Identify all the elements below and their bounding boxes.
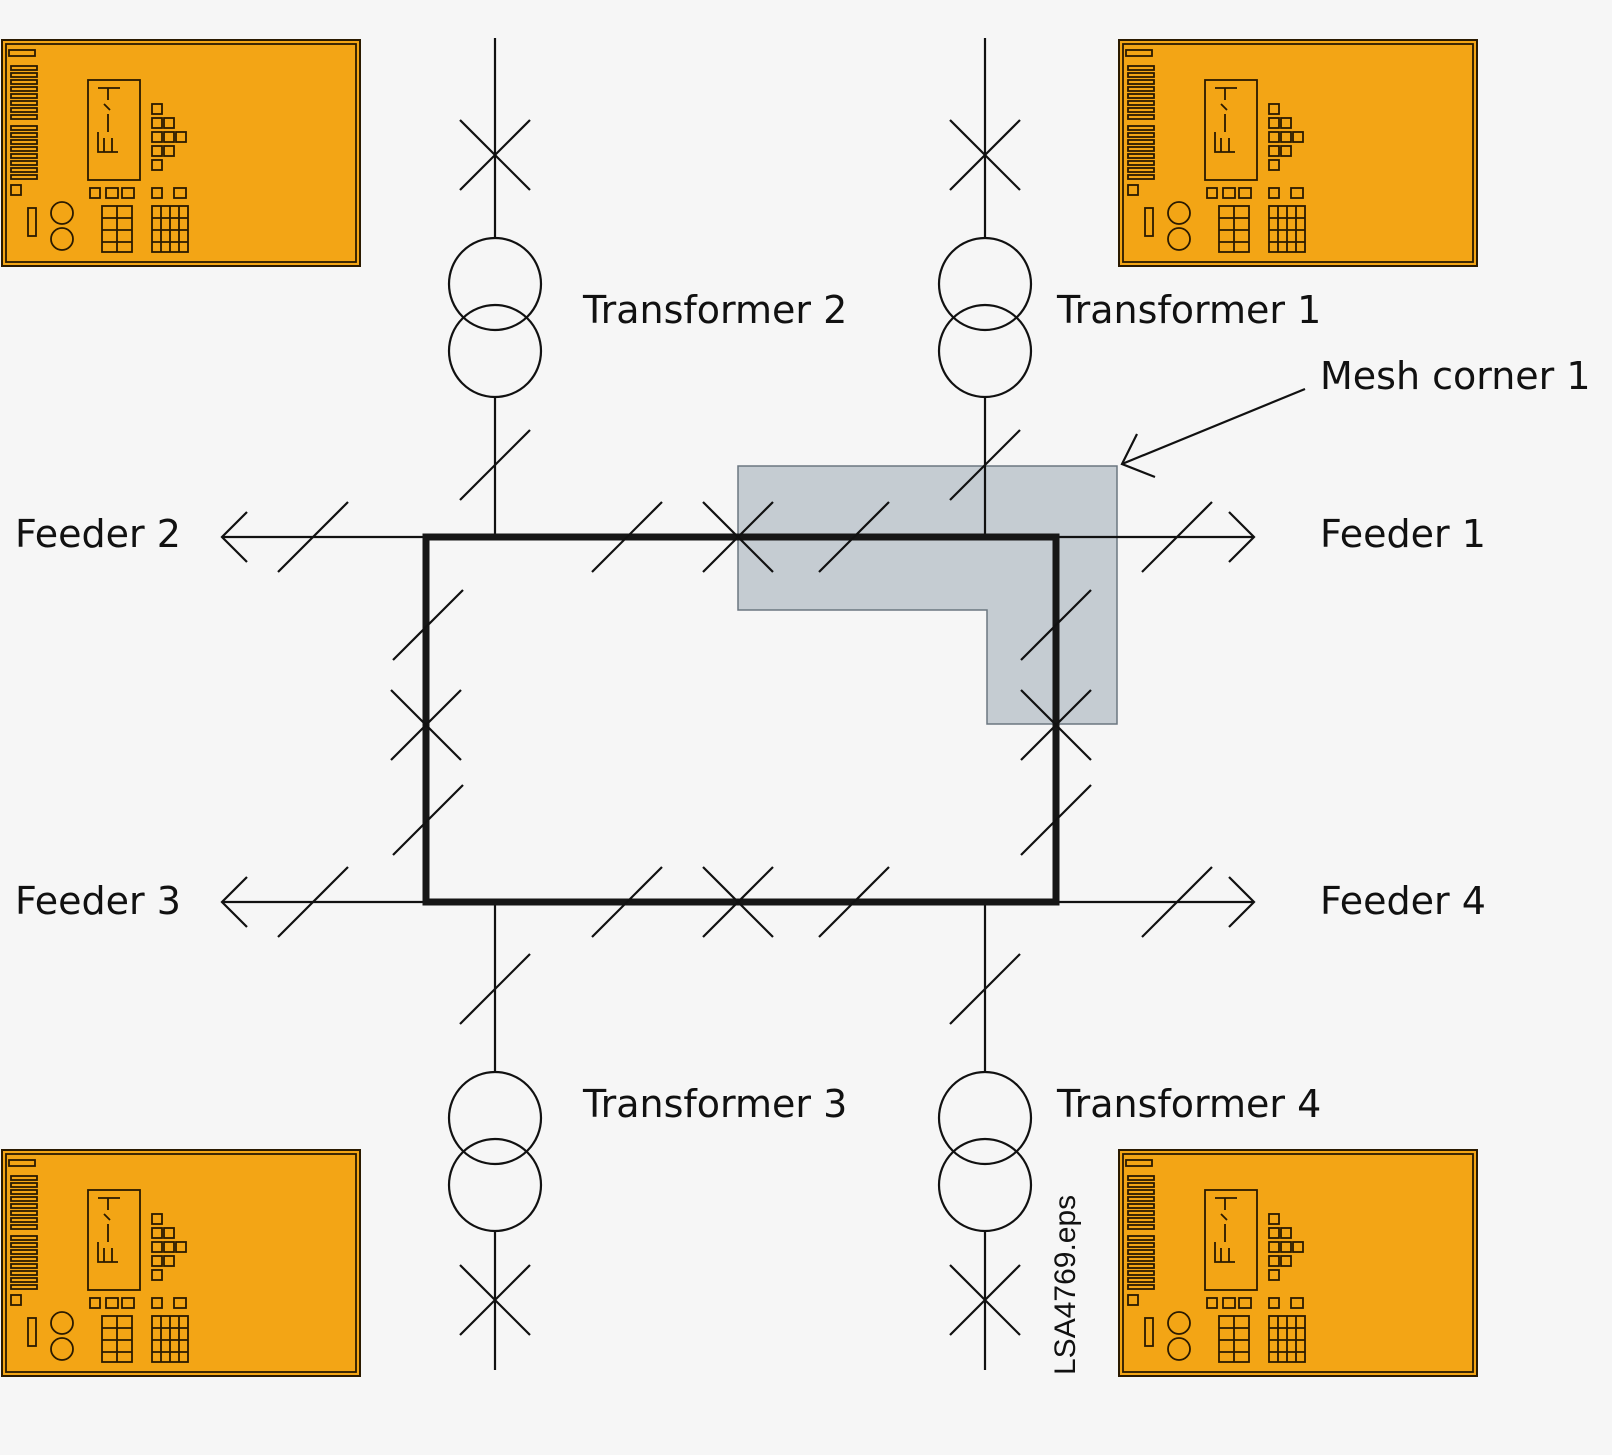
protection-relay-icon — [1118, 1149, 1478, 1377]
circuit-breaker-icon — [702, 866, 774, 938]
feeder-3-label: Feeder 3 — [15, 879, 181, 923]
feeder-2-arrow-icon — [220, 511, 248, 563]
circuit-breaker-icon — [459, 1264, 531, 1336]
mesh-busbar — [422, 533, 1060, 906]
feeder-1-label: Feeder 1 — [1320, 512, 1486, 556]
protection-relay-icon — [1, 39, 361, 267]
transformer-1-label: Transformer 1 — [1056, 288, 1321, 332]
mesh-corner-pointer-arrow — [1120, 387, 1306, 479]
transformer-4-label: Transformer 4 — [1056, 1082, 1321, 1126]
protection-relay-icon — [1, 1149, 361, 1377]
circuit-breaker-icon — [390, 689, 462, 761]
mesh-corner-label: Mesh corner 1 — [1320, 354, 1591, 398]
feeder-1-arrow-icon — [1228, 511, 1256, 563]
circuit-breaker-icon — [949, 119, 1021, 191]
transformer-2-icon — [447, 236, 543, 399]
mesh-corner-highlight — [737, 465, 1118, 725]
circuit-breaker-icon — [949, 1264, 1021, 1336]
transformer-3-icon — [447, 1070, 543, 1233]
transformer-3-label: Transformer 3 — [582, 1082, 847, 1126]
circuit-breaker-icon — [1020, 689, 1092, 761]
current-transformer-icon — [277, 429, 1213, 1025]
feeder-4-label: Feeder 4 — [1320, 879, 1486, 923]
file-reference-label: LSA4769.eps — [1049, 1195, 1082, 1375]
feeder-2-label: Feeder 2 — [15, 512, 181, 556]
transformer-1-icon — [937, 236, 1033, 399]
transformer-2-label: Transformer 2 — [582, 288, 847, 332]
circuit-breaker-icon — [702, 501, 774, 573]
transformer-4-icon — [937, 1070, 1033, 1233]
feeder-4-arrow-icon — [1228, 876, 1256, 928]
circuit-breaker-icon — [459, 119, 531, 191]
protection-relay-icon — [1118, 39, 1478, 267]
feeder-3-arrow-icon — [220, 876, 248, 928]
